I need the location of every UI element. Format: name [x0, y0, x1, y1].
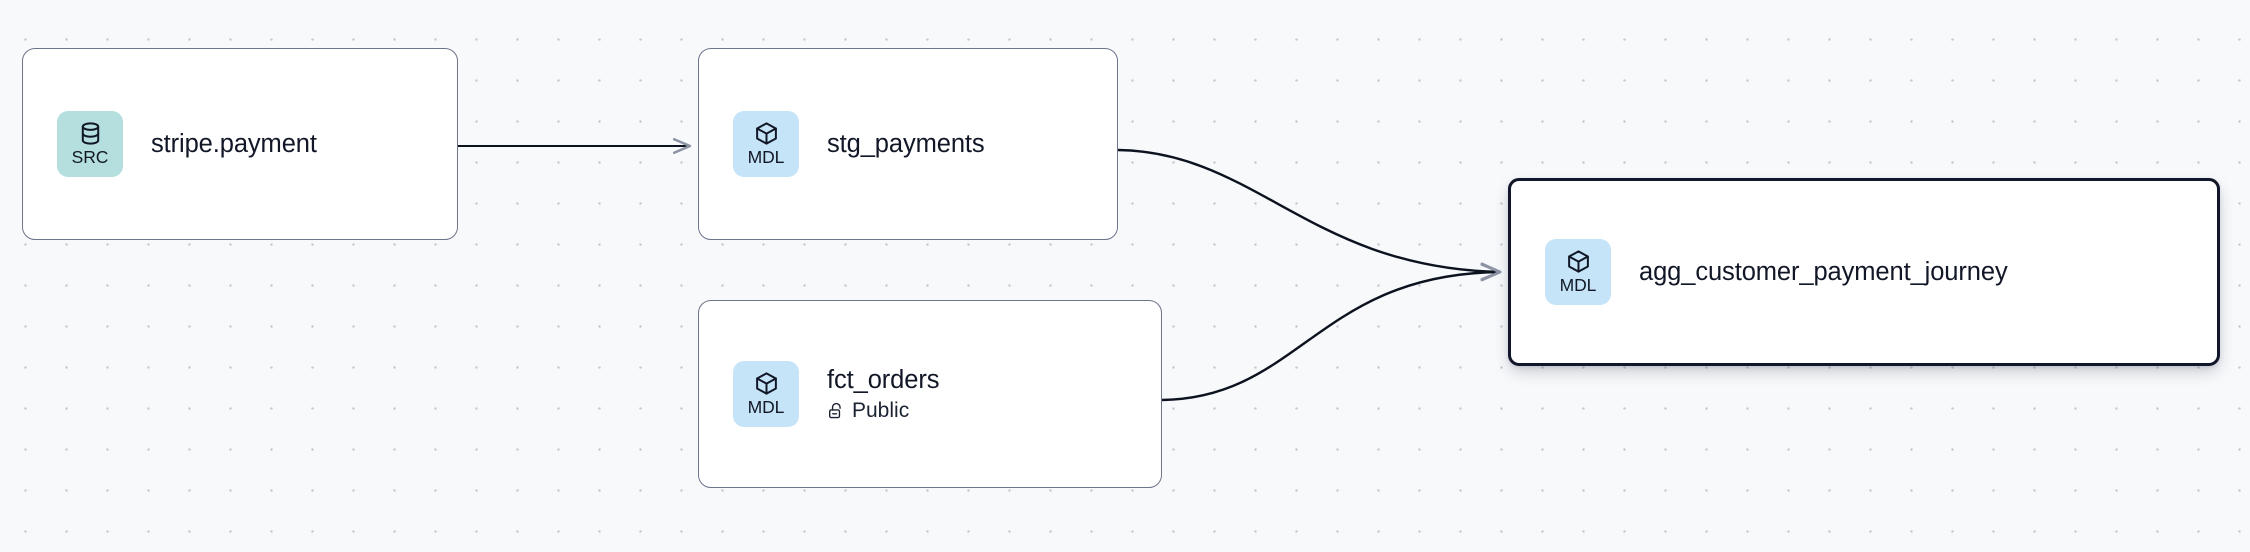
node-visibility: Public — [827, 399, 939, 422]
badge-label: MDL — [1559, 275, 1597, 296]
node-title: stg_payments — [827, 129, 985, 158]
lineage-node-stripe-payment[interactable]: SRC stripe.payment — [22, 48, 458, 240]
cube-icon — [754, 121, 779, 146]
node-text-block: fct_orders Public — [827, 366, 939, 423]
node-visibility-label: Public — [852, 399, 910, 423]
edge-fct-to-agg — [1161, 272, 1500, 402]
node-type-badge-mdl: MDL — [733, 361, 799, 427]
lineage-node-fct-orders[interactable]: MDL fct_orders Public — [698, 300, 1162, 488]
node-type-badge-src: SRC — [57, 111, 123, 177]
badge-label: MDL — [747, 147, 785, 168]
unlocked-padlock-icon — [827, 402, 845, 420]
node-text-block: stg_payments — [827, 130, 985, 159]
cube-icon — [1566, 249, 1591, 274]
node-type-badge-mdl: MDL — [733, 111, 799, 177]
node-type-badge-mdl: MDL — [1545, 239, 1611, 305]
lineage-node-agg-customer-payment-journey[interactable]: MDL agg_customer_payment_journey — [1508, 178, 2220, 366]
cube-icon — [754, 371, 779, 396]
node-text-block: stripe.payment — [151, 130, 317, 159]
edge-stg-to-agg — [1117, 148, 1500, 272]
badge-label: SRC — [71, 147, 109, 168]
node-text-block: agg_customer_payment_journey — [1639, 258, 2008, 287]
node-title: fct_orders — [827, 365, 940, 394]
database-icon — [78, 121, 103, 146]
node-title: agg_customer_payment_journey — [1639, 257, 2008, 286]
lineage-node-stg-payments[interactable]: MDL stg_payments — [698, 48, 1118, 240]
node-title: stripe.payment — [151, 129, 317, 158]
badge-label: MDL — [747, 397, 785, 418]
